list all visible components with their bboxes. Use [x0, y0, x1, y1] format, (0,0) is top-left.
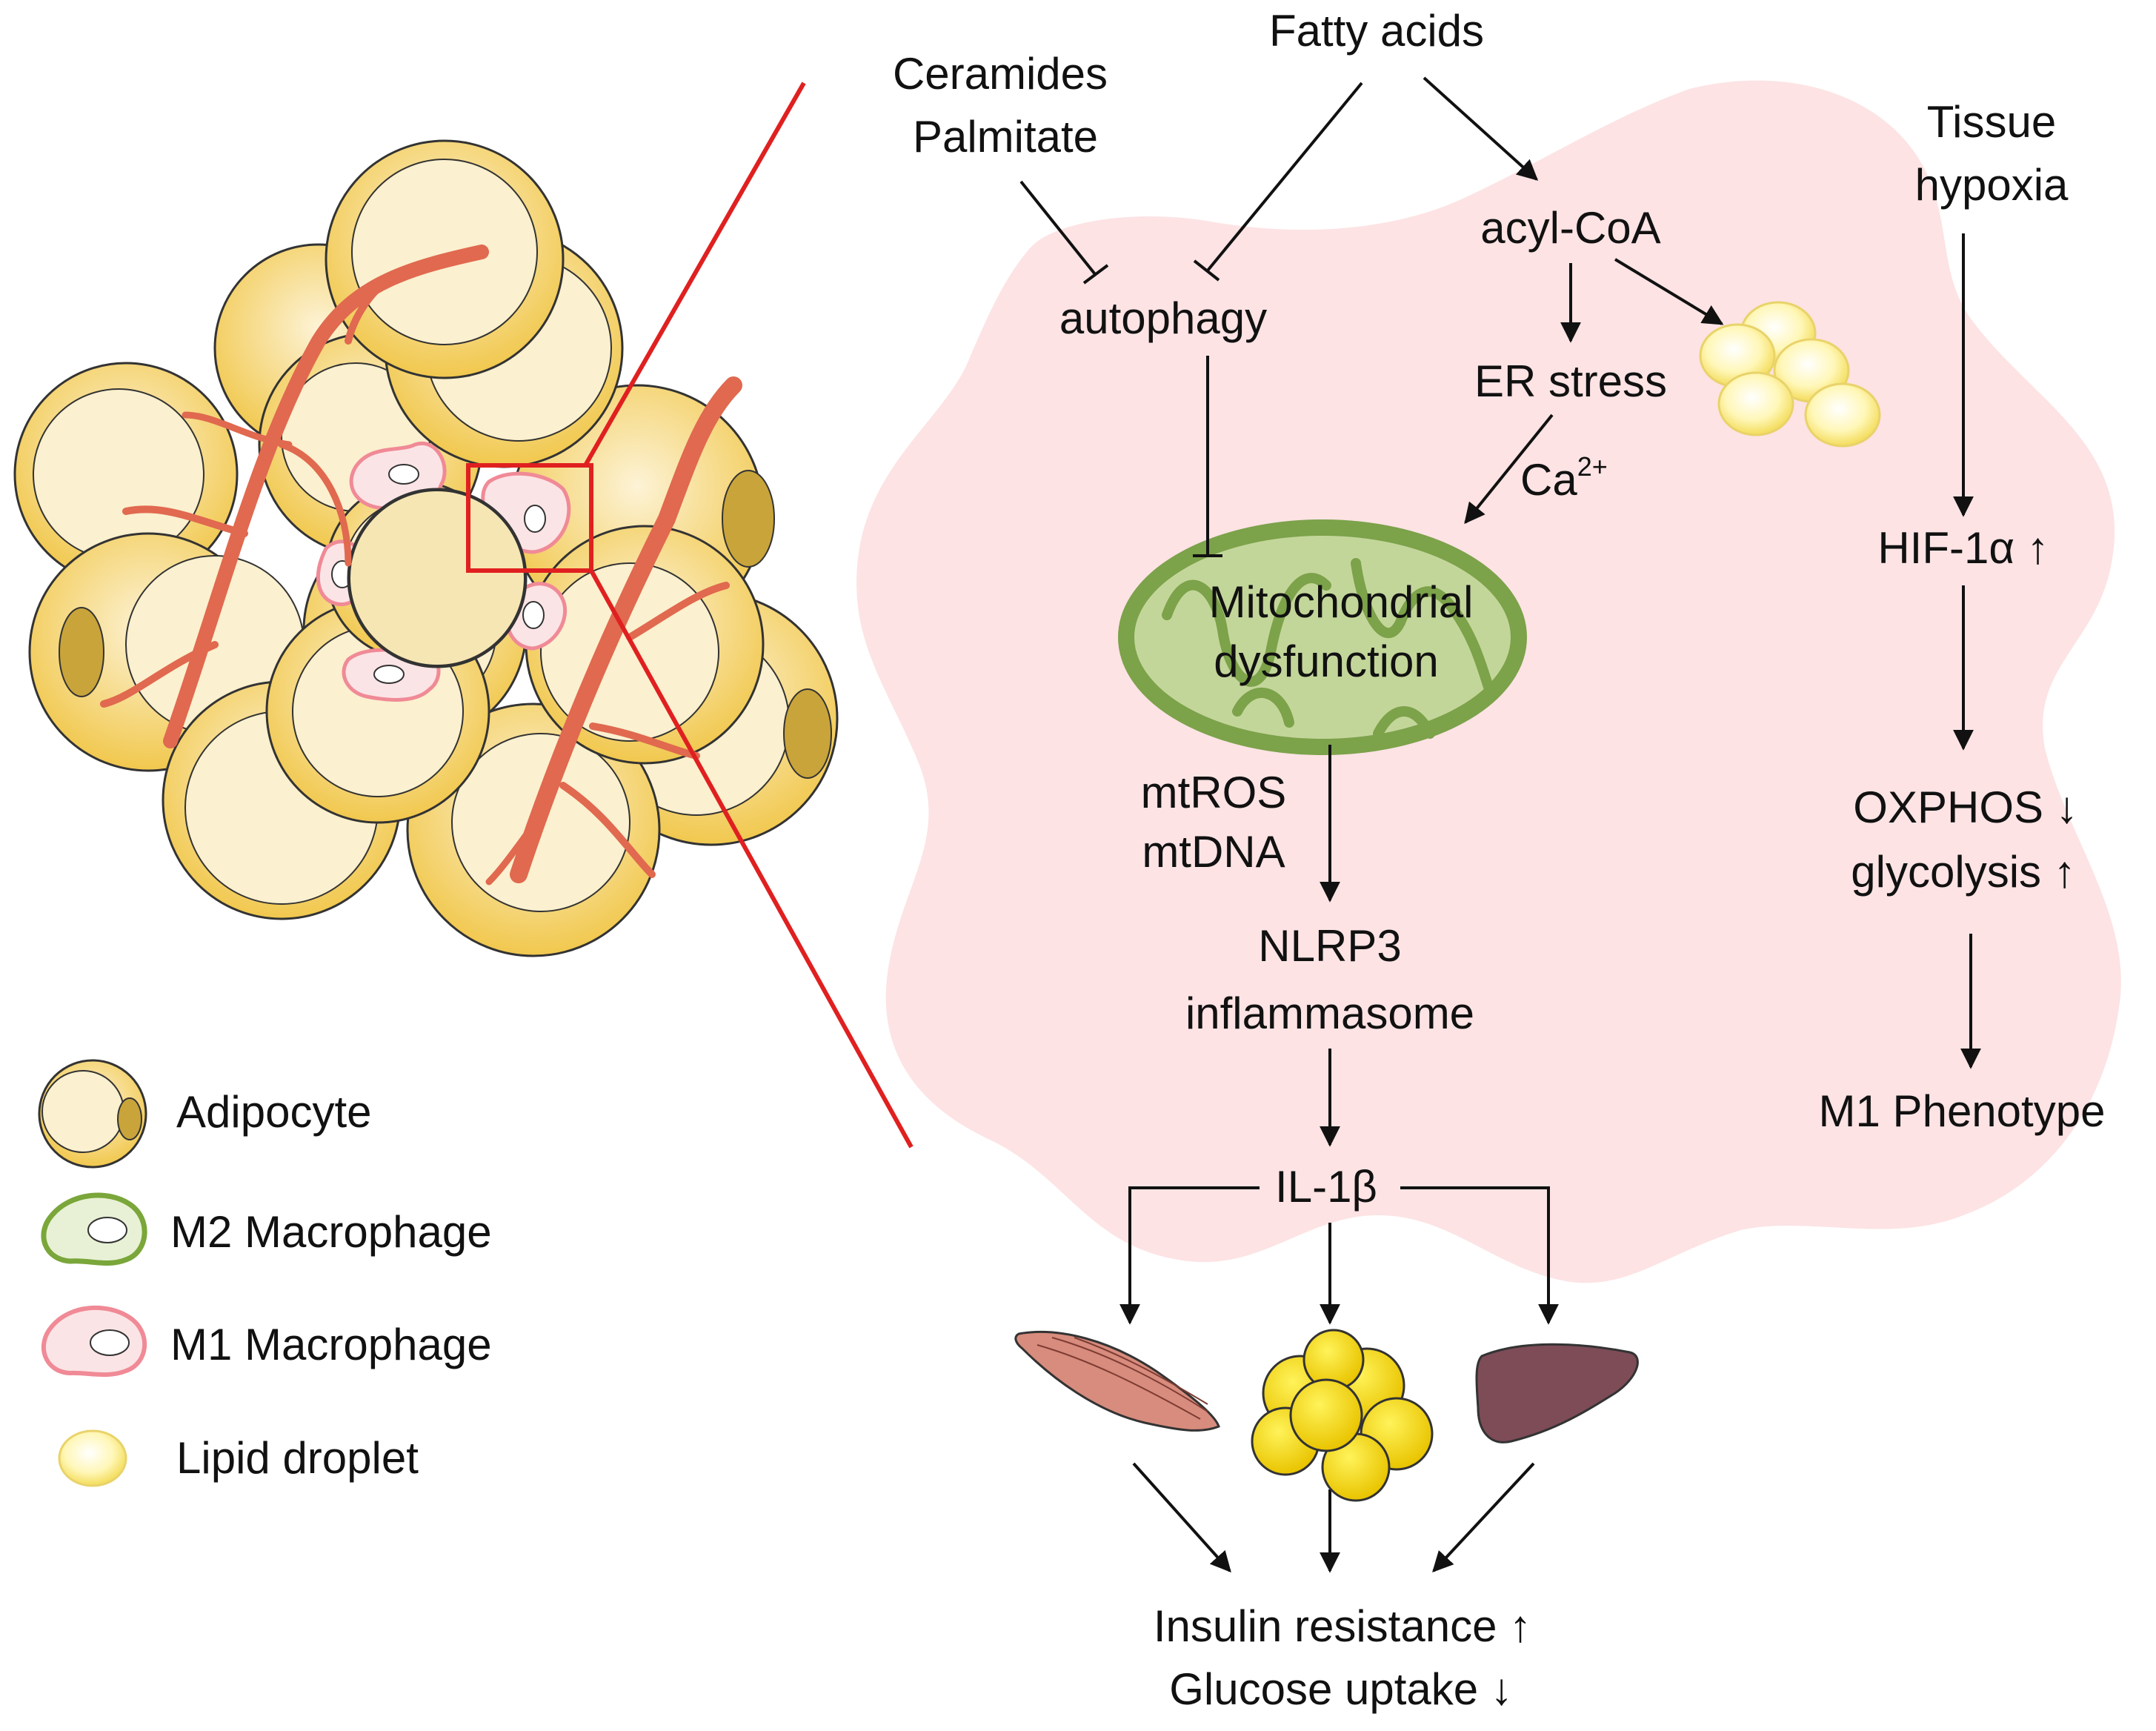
mitochondrion-icon: [1118, 519, 1527, 755]
muscle-icon: [1014, 1331, 1220, 1432]
legend-m1-label: M1 Macrophage: [170, 1320, 492, 1369]
inflammasome-label: inflammasome: [1185, 989, 1474, 1038]
oxphos-label: OXPHOS ↓: [1853, 783, 2077, 832]
glycolysis-label: glycolysis ↑: [1851, 847, 2075, 897]
mtros-label: mtROS: [1141, 768, 1287, 817]
legend-adipocyte-icon: [38, 1059, 147, 1169]
legend-lipid-droplet-icon: [58, 1429, 127, 1487]
legend-lipid-label: Lipid droplet: [176, 1433, 419, 1483]
il1b-label: IL-1β: [1275, 1162, 1377, 1212]
er-stress-label: ER stress: [1474, 356, 1667, 406]
tissue-label: Tissue: [1927, 97, 2057, 147]
legend-m2-macrophage-icon: [41, 1192, 147, 1266]
adipose-icon: [1251, 1329, 1434, 1502]
zoom-box: [466, 463, 593, 573]
zoom-line-top: [583, 82, 806, 467]
m1-phenotype-label: M1 Phenotype: [1819, 1086, 2106, 1136]
palmitate-label: Palmitate: [913, 112, 1098, 162]
nlrp3-label: NLRP3: [1258, 921, 1401, 971]
liver-icon: [1475, 1343, 1639, 1443]
lipid-droplet-cluster: [1699, 301, 1881, 448]
zoom-line-bottom: [589, 569, 914, 1149]
legend-adipocyte-label: Adipocyte: [176, 1087, 372, 1137]
mito-label-line1: Mitochondrial: [1209, 577, 1474, 627]
legend-m2-label: M2 Macrophage: [170, 1207, 492, 1257]
legend: Adipocyte M2 Macrophage M1 Macrophage Li…: [38, 1059, 492, 1487]
hif-label: HIF-1α ↑: [1877, 523, 2049, 573]
insulin-resistance-label: Insulin resistance ↑: [1154, 1601, 1531, 1651]
ceramides-label: Ceramides: [893, 49, 1108, 99]
calcium-label: Ca2+: [1520, 451, 1608, 505]
adipose-tissue-cluster: [13, 139, 839, 957]
autophagy-label: autophagy: [1059, 293, 1267, 343]
acyl-coa-label: acyl-CoA: [1480, 203, 1660, 253]
arrows: [1019, 76, 1981, 1573]
glucose-uptake-label: Glucose uptake ↓: [1169, 1664, 1513, 1714]
adipocyte: [13, 362, 239, 587]
legend-m1-macrophage-icon: [41, 1305, 147, 1378]
adipocyte: [347, 488, 528, 668]
blood-vessels: [100, 245, 742, 886]
mito-label-line2: dysfunction: [1214, 637, 1439, 686]
fatty-acids-label: Fatty acids: [1269, 6, 1484, 56]
hypoxia-label: hypoxia: [1915, 160, 2069, 210]
mtdna-label: mtDNA: [1142, 827, 1285, 877]
